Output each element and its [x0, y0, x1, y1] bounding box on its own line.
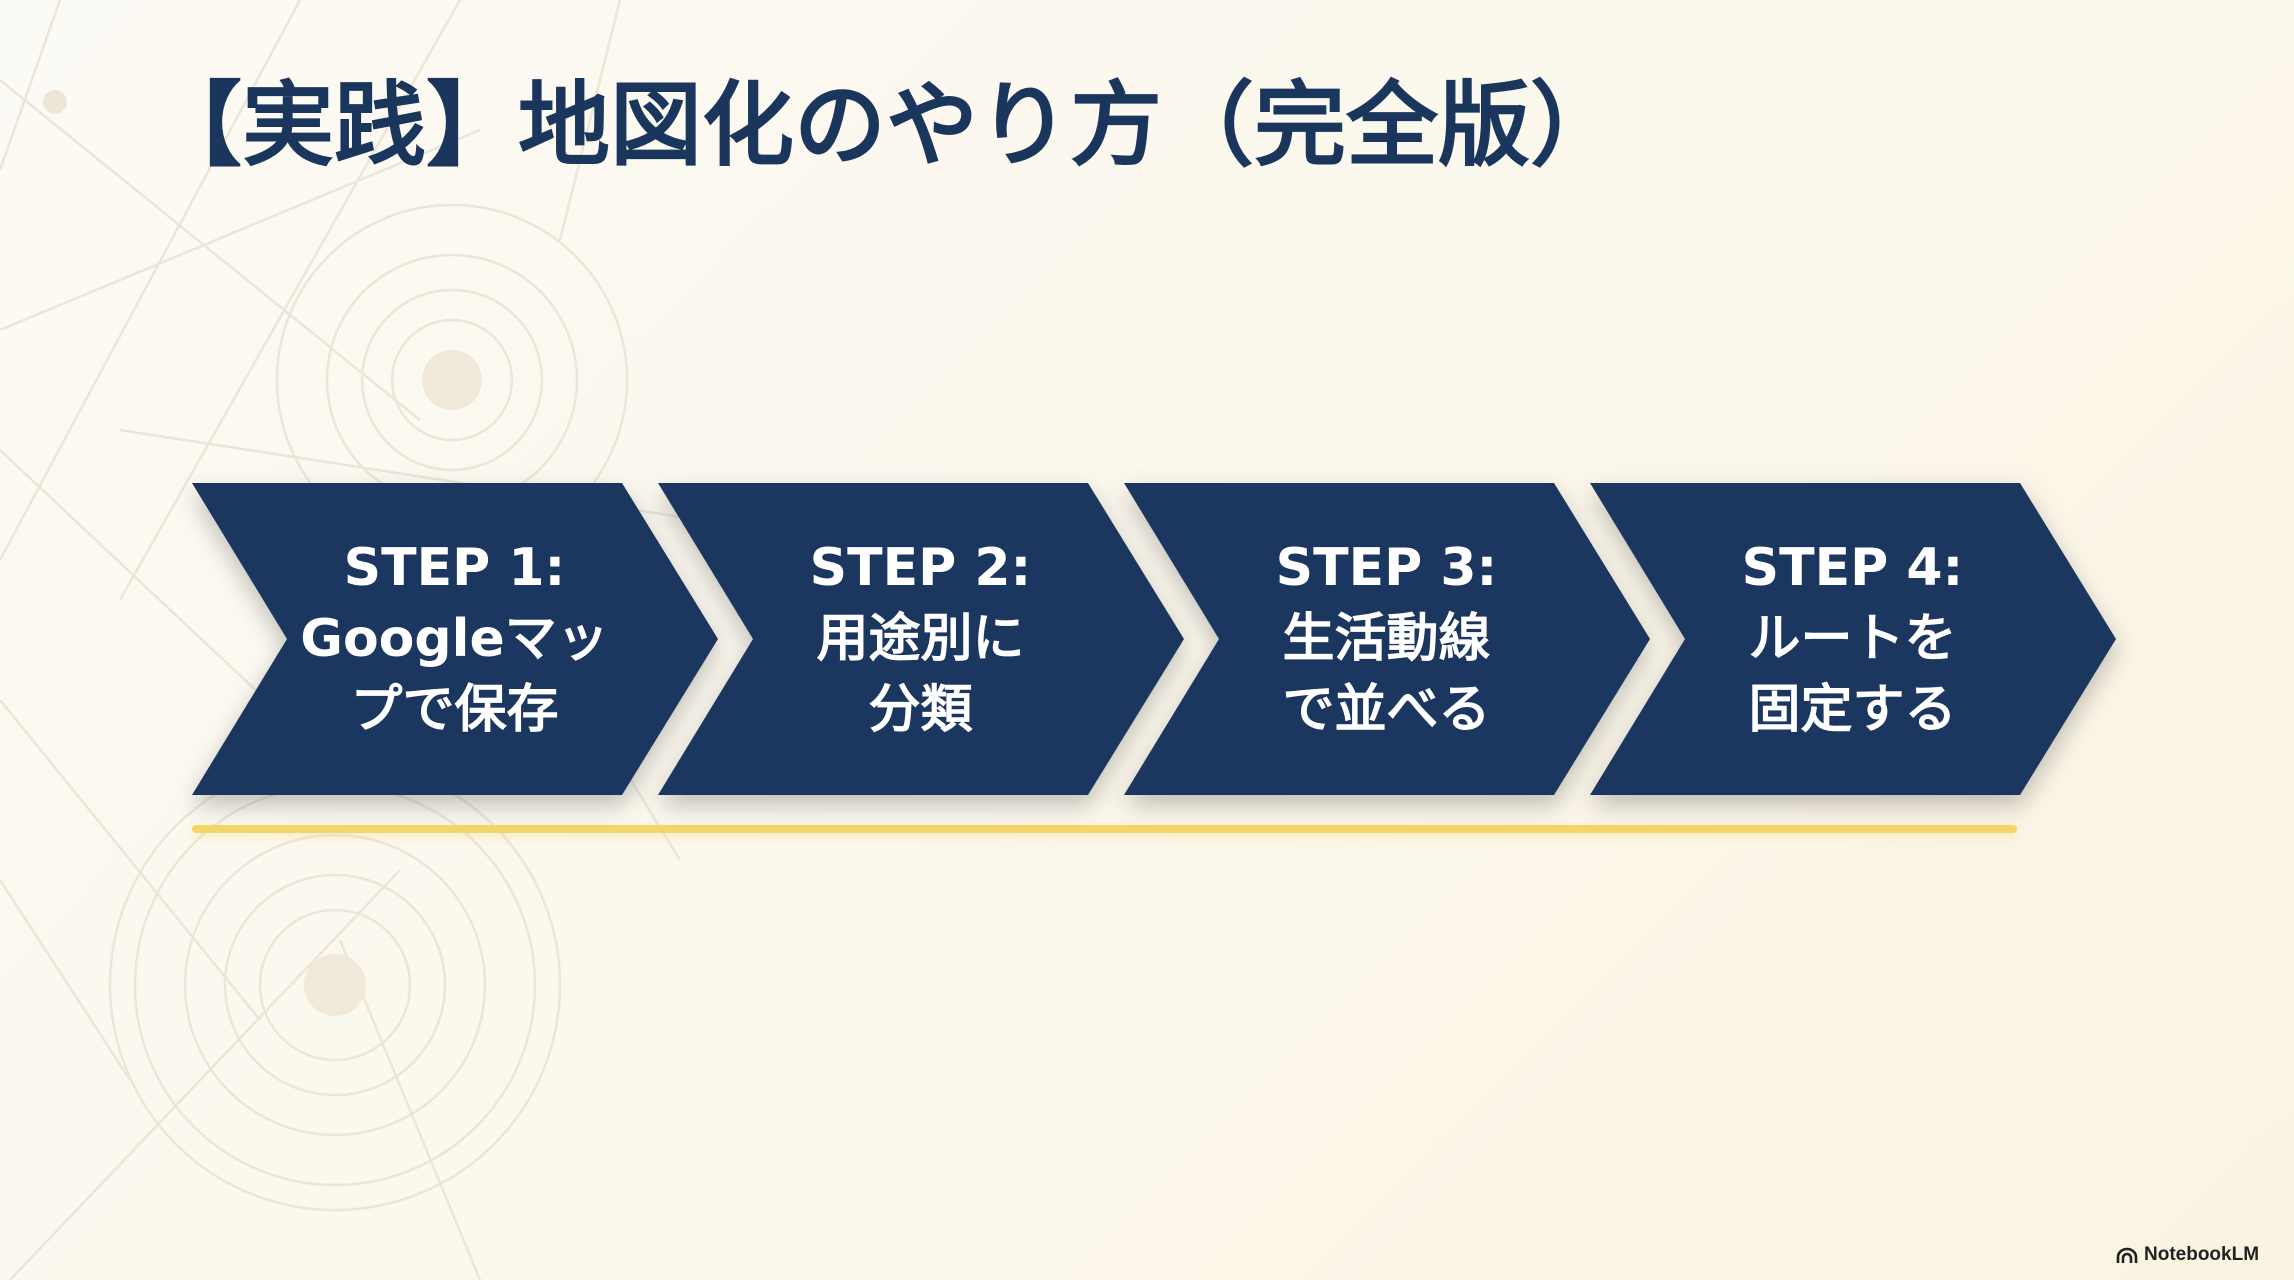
- step-2-line-2: 分類: [868, 679, 973, 740]
- step-2-line-1: 用途別に: [816, 608, 1025, 669]
- step-1-label: STEP 1:: [343, 537, 566, 598]
- notebooklm-logo-icon: [2116, 1247, 2138, 1263]
- step-4-line-1: ルートを: [1748, 608, 1957, 669]
- step-1-line-2: プで保存: [350, 679, 559, 740]
- step-1-line-1: Googleマッ: [300, 608, 609, 669]
- step-3-label: STEP 3:: [1275, 537, 1498, 598]
- step-4-label: STEP 4:: [1741, 537, 1964, 598]
- accent-underline: [192, 825, 2017, 833]
- slide-title: 【実践】地図化のやり方（完全版）: [150, 72, 1623, 179]
- step-2-label: STEP 2:: [809, 537, 1032, 598]
- step-2-text: STEP 2: 用途別に 分類: [753, 483, 1088, 795]
- step-3-line-1: 生活動線: [1282, 608, 1491, 669]
- notebooklm-watermark: NotebookLM: [2116, 1243, 2259, 1267]
- step-2-chevron: STEP 2: 用途別に 分類: [658, 483, 1184, 795]
- brand-name: NotebookLM: [2144, 1244, 2260, 1265]
- step-4-chevron: STEP 4: ルートを 固定する: [1590, 483, 2116, 795]
- step-3-text: STEP 3: 生活動線 で並べる: [1219, 483, 1554, 795]
- step-1-text: STEP 1: Googleマッ プで保存: [287, 483, 622, 795]
- step-3-line-2: で並べる: [1282, 679, 1491, 740]
- step-4-line-2: 固定する: [1748, 679, 1957, 740]
- step-4-text: STEP 4: ルートを 固定する: [1685, 483, 2020, 795]
- step-1-chevron: STEP 1: Googleマッ プで保存: [192, 483, 718, 795]
- step-3-chevron: STEP 3: 生活動線 で並べる: [1124, 483, 1650, 795]
